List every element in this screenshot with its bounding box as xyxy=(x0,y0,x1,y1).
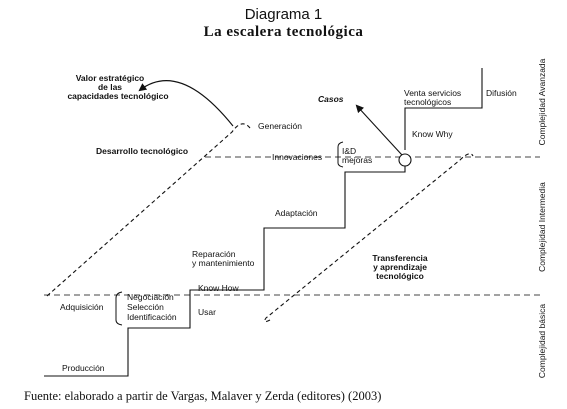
complejidad-avanzada-label: Complejidad Avanzada xyxy=(537,58,547,146)
venta-label-1: Venta servicios xyxy=(404,88,462,98)
figure-subtitle: La escalera tecnológica xyxy=(203,24,364,40)
seleccion-label: Selección xyxy=(127,302,164,312)
casos-arrow xyxy=(355,104,403,156)
strategic-value-arrow xyxy=(138,80,234,127)
strategic-value-label-2: de las xyxy=(97,82,123,92)
adaptacion-label: Adaptación xyxy=(275,208,318,218)
staircase-line xyxy=(44,159,406,377)
circle-node xyxy=(398,153,412,167)
strategic-value-label-3: capacidades tecnológico xyxy=(67,91,169,101)
venta-label-2: tecnológicos xyxy=(404,97,452,107)
development-curve xyxy=(46,123,251,297)
id-label: I&D xyxy=(342,146,357,156)
desarrollo-label: Desarrollo tecnológico xyxy=(96,146,189,156)
transferencia-label-1: Transferencia xyxy=(372,253,428,263)
transferencia-label-2: y aprendizaje xyxy=(373,262,427,272)
know-how-label: Know How xyxy=(198,283,239,293)
transfer-curve xyxy=(264,153,474,323)
transferencia-label-3: tecnológico xyxy=(376,271,424,281)
difusion-label: Difusión xyxy=(486,88,517,98)
reparacion-label-1: Reparación xyxy=(192,249,236,259)
complejidad-intermedia-label: Complejidad Intermedia xyxy=(537,182,547,272)
innovaciones-label: Innovaciones xyxy=(272,152,323,162)
source-note: Fuente: elaborado a partir de Vargas, Ma… xyxy=(24,389,382,403)
usar-label: Usar xyxy=(198,307,216,317)
strategic-value-label-1: Valor estratégico xyxy=(75,73,145,83)
identificacion-label: Identificación xyxy=(127,312,177,322)
complejidad-basica-label: Complejidad básica xyxy=(537,303,547,379)
bracket-innov xyxy=(337,141,344,168)
staircase-top xyxy=(404,68,483,150)
bracket-left xyxy=(115,291,123,326)
figure-title: Diagrama 1 xyxy=(244,6,323,23)
generacion-label: Generación xyxy=(258,121,302,131)
negociacion-label: Negociación xyxy=(127,292,174,302)
casos-label: Casos xyxy=(318,94,344,104)
mejoras-label: mejoras xyxy=(342,155,373,165)
produccion-label: Producción xyxy=(62,363,105,373)
reparacion-label-2: y mantenimiento xyxy=(192,258,255,268)
adquisicion-label: Adquisición xyxy=(60,302,104,312)
know-why-label: Know Why xyxy=(412,129,453,139)
